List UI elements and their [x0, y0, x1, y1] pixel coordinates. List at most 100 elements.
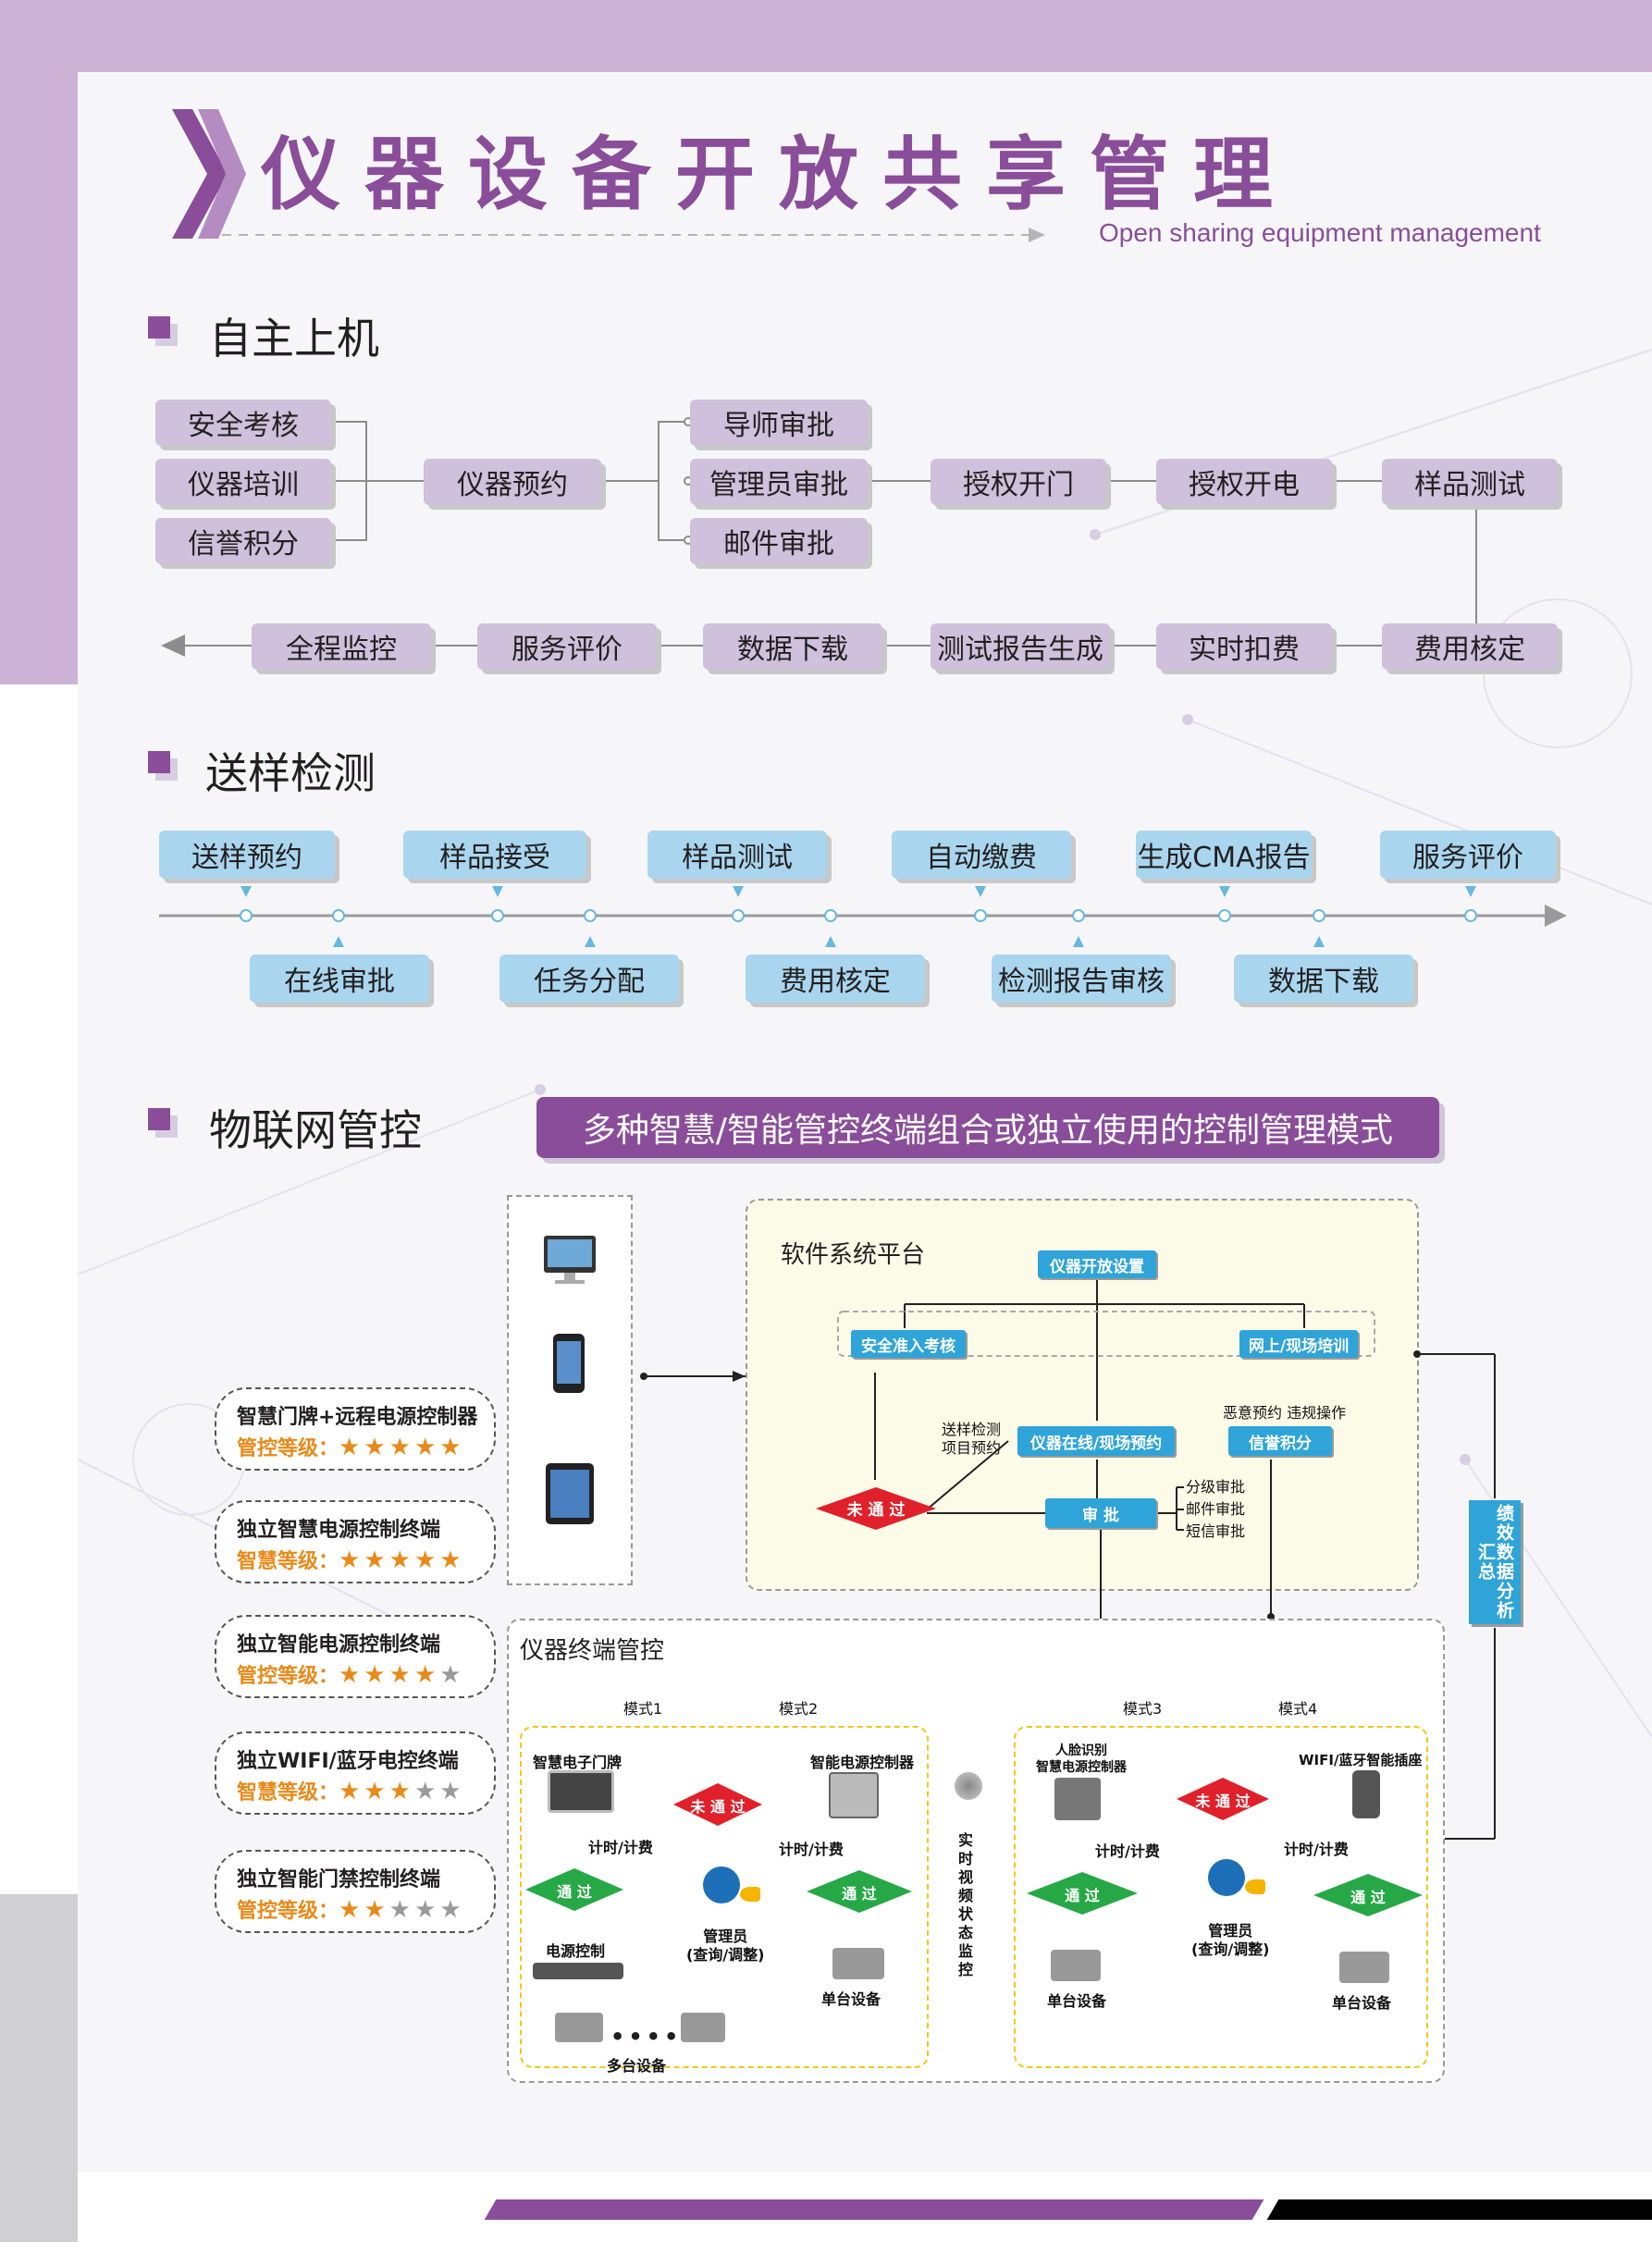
- section-marker: [148, 751, 170, 773]
- left-band-grey: [0, 1894, 78, 2242]
- terminal-name: 智慧门牌+远程电源控制器: [237, 1406, 478, 1429]
- pass-diamond: [525, 1868, 623, 1911]
- bad-behavior-label: 恶意预约 违规操作: [1223, 1404, 1347, 1422]
- sample-label: 送样检测 项目预约: [942, 1421, 1002, 1457]
- smart-door-icon: [548, 1770, 614, 1813]
- device-icons: [544, 1236, 596, 1524]
- safety-node: 安全准入考核: [851, 1330, 966, 1358]
- software-platform-title: 软件系统平台: [781, 1241, 926, 1269]
- device-label: 智慧电子门牌: [533, 1754, 623, 1771]
- sample-step: 在线审批: [250, 955, 429, 1003]
- device-label: 单台设备: [1332, 1994, 1392, 2012]
- reject-label: 未 通 过: [690, 1798, 746, 1816]
- key-icon: [1245, 1879, 1265, 1894]
- star-filled-icon: ★: [439, 1546, 465, 1574]
- performance-summary: 绩效数据分析汇总: [1469, 1500, 1521, 1624]
- approval-option: 短信审批: [1186, 1522, 1246, 1540]
- left-band: [0, 72, 78, 684]
- device-label: 单台设备: [821, 1990, 881, 2008]
- star-rating-icon: ★★★★★: [339, 1434, 465, 1461]
- star-rating-icon: ★★★★★: [339, 1896, 465, 1924]
- star-empty-icon: ★: [413, 1896, 440, 1924]
- device-label: 电源控制: [546, 1942, 606, 1960]
- camera-icon: [955, 1772, 982, 1800]
- star-filled-icon: ★: [364, 1896, 389, 1924]
- flow-step: 仪器预约: [424, 459, 601, 505]
- instrument-icon: [555, 2013, 603, 2042]
- star-filled-icon: ★: [388, 1661, 414, 1689]
- pass-label: 通 过: [557, 1883, 592, 1901]
- star-empty-icon: ★: [439, 1896, 465, 1924]
- device-label: 多台设备: [607, 2057, 667, 2075]
- star-filled-icon: ★: [413, 1546, 440, 1574]
- reject-diamond: [816, 1487, 936, 1530]
- flow-step: 信誉积分: [155, 518, 331, 564]
- terminal-control-title: 仪器终端管控: [520, 1637, 665, 1665]
- sample-step: 费用核定: [746, 955, 925, 1003]
- section-title-sample: 送样检测: [205, 748, 376, 798]
- reject-diamond: [673, 1783, 762, 1826]
- star-filled-icon: ★: [388, 1546, 414, 1574]
- smart-socket-icon: [1352, 1770, 1380, 1818]
- terminal-control-panel: [507, 1619, 1445, 2083]
- sample-step: 送样预约: [159, 831, 335, 879]
- mode-group-right: [1014, 1726, 1428, 2068]
- terminal-name: 独立智能门禁控制终端: [237, 1868, 441, 1891]
- mode-label: 模式4: [1278, 1700, 1318, 1718]
- sample-step: 数据下载: [1234, 955, 1413, 1003]
- reserve-node: 仪器在线/现场预约: [1017, 1426, 1175, 1456]
- sample-step: 自动缴费: [892, 831, 1071, 879]
- device-label: 单台设备: [1047, 1992, 1107, 2010]
- flow-step: 授权开电: [1156, 459, 1332, 505]
- terminal-item: 独立WIFI/蓝牙电控终端 智慧等级：★★★★★: [215, 1731, 496, 1815]
- star-empty-icon: ★: [439, 1778, 465, 1805]
- flow-step: 管理员审批: [690, 459, 868, 505]
- mode-label: 模式3: [1123, 1700, 1163, 1718]
- star-filled-icon: ★: [413, 1434, 440, 1461]
- admin-label: 管理员 (查询/调整): [1191, 1922, 1270, 1958]
- reject-label: 未 通 过: [1195, 1792, 1251, 1810]
- face-controller-icon: [1054, 1778, 1101, 1820]
- instrument-icon: [681, 2013, 725, 2042]
- instrument-icon: [832, 1948, 884, 1979]
- terminal-level: 智慧等级：★★★★★: [237, 1778, 465, 1805]
- bottom-stripe-purple: [484, 2199, 1264, 2220]
- reject-label: 未 通 过: [846, 1501, 906, 1520]
- star-rating-icon: ★★★★★: [339, 1546, 465, 1574]
- star-rating-icon: ★★★★★: [339, 1778, 465, 1805]
- top-band: [0, 0, 1652, 72]
- star-filled-icon: ★: [339, 1896, 364, 1924]
- star-rating-icon: ★★★★★: [339, 1661, 465, 1689]
- star-filled-icon: ★: [388, 1778, 414, 1805]
- mode-label: 模式2: [779, 1700, 819, 1718]
- timing-label: 计时/计费: [588, 1839, 653, 1856]
- terminal-level: 智慧等级：★★★★★: [237, 1546, 465, 1574]
- power-controller-icon: [829, 1772, 879, 1818]
- star-filled-icon: ★: [339, 1778, 364, 1805]
- star-filled-icon: ★: [339, 1661, 364, 1689]
- sample-step: 服务评价: [1380, 831, 1556, 879]
- flow-step: 样品测试: [1382, 459, 1558, 505]
- iot-banner: 多种智慧/智能管控终端组合或独立使用的控制管理模式: [536, 1097, 1439, 1158]
- approve-node: 审 批: [1045, 1498, 1156, 1528]
- instrument-icon: [1339, 1952, 1389, 1983]
- flow-step: 全程监控: [252, 623, 431, 670]
- page-title: 仪器设备开放共享管理: [261, 129, 1297, 221]
- star-filled-icon: ★: [364, 1778, 389, 1805]
- admin-icon: [703, 1866, 740, 1903]
- monitor-label: 实时视频状态监控: [958, 1831, 974, 1978]
- terminal-name: 独立智慧电源控制终端: [237, 1519, 441, 1542]
- star-filled-icon: ★: [413, 1661, 440, 1689]
- star-filled-icon: ★: [439, 1434, 465, 1461]
- flow-step: 安全考核: [155, 400, 331, 446]
- timing-label: 计时/计费: [1095, 1842, 1160, 1860]
- star-filled-icon: ★: [339, 1434, 364, 1461]
- tablet-icon: [546, 1463, 594, 1524]
- flow-step: 邮件审批: [690, 518, 868, 564]
- device-label: 智能电源控制器: [810, 1754, 915, 1771]
- section-marker: [148, 1108, 170, 1130]
- pass-label: 通 过: [1065, 1887, 1100, 1904]
- terminal-item: 独立智能门禁控制终端 管控等级：★★★★★: [215, 1850, 496, 1933]
- monitor-icon: [544, 1236, 596, 1284]
- phone-icon: [553, 1334, 585, 1393]
